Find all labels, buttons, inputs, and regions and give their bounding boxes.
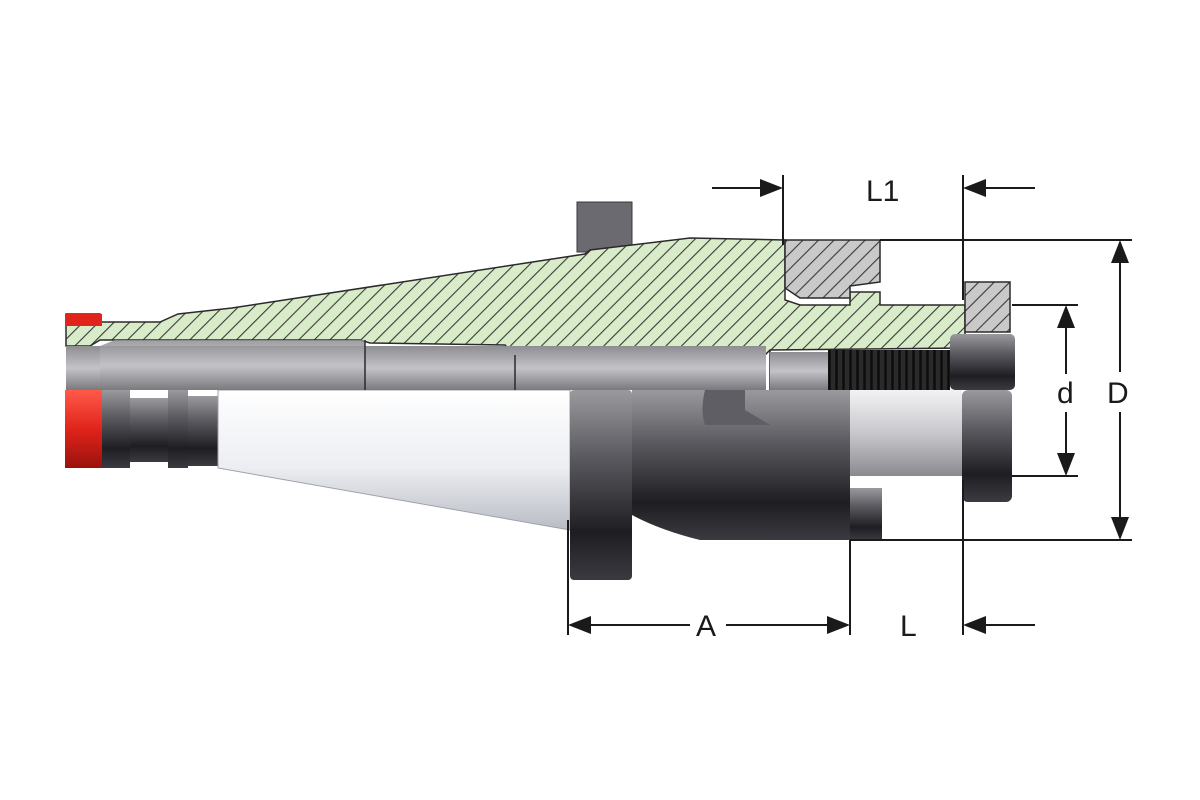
screw-washer bbox=[964, 281, 1011, 333]
retention-knob-ring-1 bbox=[100, 390, 130, 468]
label-l: L bbox=[900, 610, 917, 643]
clamping-nut bbox=[784, 239, 881, 299]
lower-external-view bbox=[65, 389, 1012, 580]
label-a: A bbox=[696, 610, 716, 643]
screw-shank bbox=[770, 352, 828, 390]
d-small-arrowhead-top bbox=[1057, 305, 1075, 328]
red-ring bbox=[65, 390, 102, 468]
d-large-arrowhead-bottom bbox=[1111, 517, 1129, 540]
l-arrowhead-right bbox=[963, 616, 986, 634]
label-d-small: d bbox=[1057, 377, 1074, 410]
l1-arrowhead-right bbox=[963, 179, 986, 197]
retention-knob-ring-4 bbox=[188, 396, 218, 466]
label-l1: L1 bbox=[866, 175, 899, 208]
label-d-large: D bbox=[1107, 377, 1129, 410]
bore-step bbox=[100, 340, 365, 390]
dimensions bbox=[567, 175, 1132, 635]
d-large-arrowhead-top bbox=[1111, 240, 1129, 263]
drive-key bbox=[702, 390, 770, 425]
taper-cone bbox=[217, 389, 571, 531]
face-block bbox=[780, 390, 850, 540]
a-arrowhead-left bbox=[568, 616, 591, 634]
retention-knob-ring-3 bbox=[168, 390, 188, 468]
screw-head-upper bbox=[950, 334, 1015, 390]
top-drive-key bbox=[576, 201, 633, 253]
d-large-label-bg bbox=[1104, 372, 1138, 412]
holder-body bbox=[632, 390, 780, 540]
drive-tab bbox=[850, 488, 882, 540]
l1-arrowhead-left bbox=[760, 179, 783, 197]
a-arrowhead-right bbox=[827, 616, 850, 634]
flange bbox=[570, 390, 632, 580]
d-small-label-bg bbox=[1052, 374, 1080, 412]
dimension-arrowheads bbox=[568, 179, 1129, 634]
screw-head-lower bbox=[962, 390, 1012, 502]
upper-section-view bbox=[65, 201, 1015, 390]
arbor bbox=[850, 390, 962, 476]
a-label-bg bbox=[690, 606, 726, 644]
screw-thread bbox=[828, 350, 950, 390]
d-small-arrowhead-bottom bbox=[1057, 453, 1075, 476]
red-ring-top bbox=[66, 314, 102, 326]
retention-knob-ring-2 bbox=[130, 398, 168, 462]
